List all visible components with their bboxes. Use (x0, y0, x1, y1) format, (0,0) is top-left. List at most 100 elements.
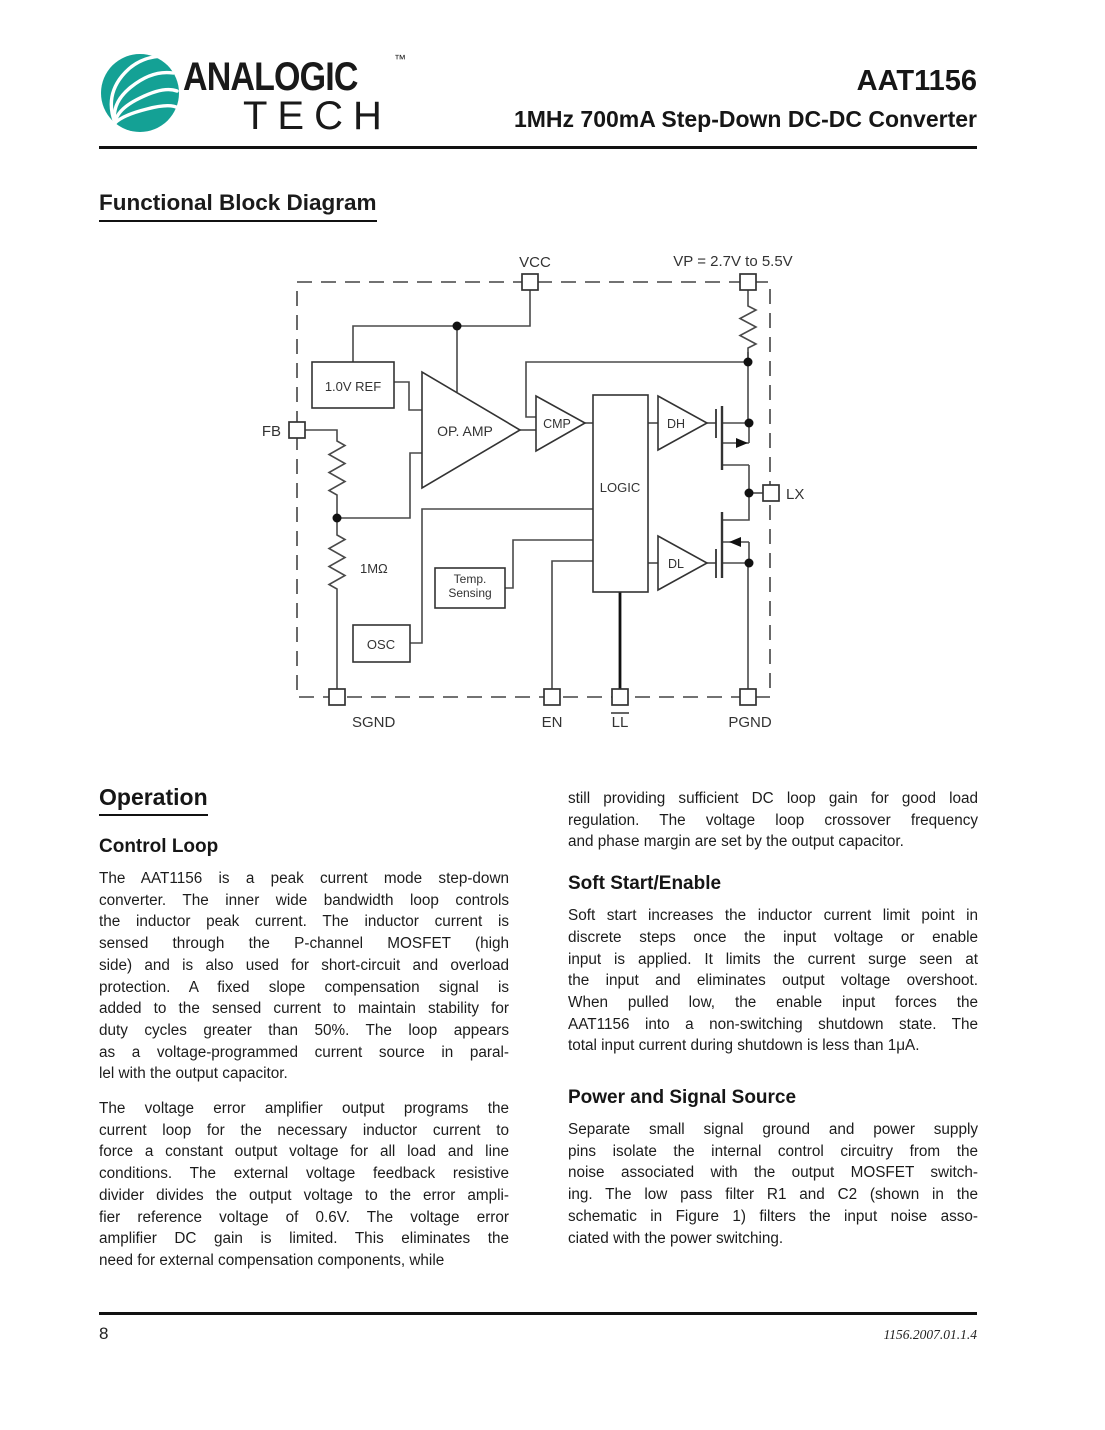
functional-block-diagram-heading: Functional Block Diagram (99, 190, 377, 222)
text-line: discrete steps once the input voltage or… (568, 928, 978, 946)
text-line: the inductor peak current. The inductor … (99, 913, 509, 931)
right-column: still providing sufficient DC loop gain … (568, 788, 978, 1262)
text-line: lel with the output capacitor. (99, 1065, 288, 1083)
left-column: Operation Control Loop The AAT1156 is a … (99, 784, 509, 1285)
text-line: conditions. The external voltage feedbac… (99, 1165, 509, 1183)
logic-label: LOGIC (600, 480, 640, 495)
text-line: fier reference voltage of 0.6V. The volt… (99, 1208, 509, 1226)
vp-label: VP = 2.7V to 5.5V (673, 253, 792, 270)
en-label: EN (542, 714, 563, 731)
power-signal-paragraph: Separate small signal ground and power s… (568, 1119, 978, 1249)
osc-label: OSC (367, 637, 395, 652)
nmos-body-arrow (729, 537, 741, 547)
brand-name: ANALOGIC (183, 55, 358, 99)
soft-start-paragraph: Soft start increases the inductor curren… (568, 905, 978, 1057)
text-line: amplifier DC gain is limited. This elimi… (99, 1230, 509, 1248)
part-number: AAT1156 (856, 65, 977, 97)
text-line: duty cycles greater than 50%. The loop a… (99, 1021, 509, 1039)
dh-label: DH (667, 417, 685, 431)
header-rule (99, 146, 977, 149)
control-loop-continuation-paragraph: still providing sufficient DC loop gain … (568, 788, 978, 853)
pin-sgnd (328, 688, 346, 706)
control-loop-paragraph-2: The voltage error amplifier output progr… (99, 1098, 509, 1272)
text-line: pins isolate the internal control circui… (568, 1142, 978, 1160)
document-subtitle: 1MHz 700mA Step-Down DC-DC Converter (513, 106, 977, 132)
temp-label-line1: Temp. (454, 572, 487, 586)
osc-block (352, 624, 411, 663)
pgnd-label: PGND (728, 714, 772, 731)
text-line: regulation. The voltage loop crossover f… (568, 811, 978, 829)
junction-dots (332, 321, 754, 568)
text-line: side) and is also used for short-circuit… (99, 956, 509, 974)
text-line: still providing sufficient DC loop gain … (568, 790, 978, 807)
temp-sensing-block (434, 567, 506, 609)
text-line: sensed through the P-channel MOSFET (hig… (99, 935, 509, 953)
text-line: need for external compensation component… (99, 1251, 445, 1269)
pmos-body-arrow (736, 438, 748, 448)
pin-fb (288, 421, 306, 439)
power-signal-heading: Power and Signal Source (568, 1087, 797, 1109)
resistor-sense (738, 290, 758, 362)
ref-block (311, 361, 395, 409)
pin-en (543, 688, 561, 706)
text-line: divider divides the output voltage to th… (99, 1186, 509, 1204)
lx-label: LX (786, 486, 804, 503)
text-line: schematic in Figure 1) filters the input… (568, 1207, 978, 1225)
feedback-resistor-label: 1MΩ (360, 561, 388, 576)
text-line: converter. The inner wide bandwidth loop… (99, 891, 509, 909)
dl-driver-block (657, 534, 709, 592)
resistor-1mohm (327, 530, 347, 600)
text-line: Separate small signal ground and power s… (568, 1121, 978, 1139)
text-line: current loop for the necessary inductor … (99, 1121, 509, 1139)
text-line: the input and eliminates output voltage … (568, 972, 978, 990)
text-line: noise associated with the output MOSFET … (568, 1164, 978, 1182)
wires (305, 290, 763, 689)
footer-rule (99, 1312, 977, 1315)
text-line: as a voltage-programmed current source i… (99, 1043, 509, 1061)
text-line: The AAT1156 is a peak current mode step-… (99, 870, 509, 887)
pin-vp (739, 273, 757, 291)
cmp-block (535, 394, 587, 453)
sgnd-label: SGND (352, 714, 396, 731)
company-logo-icon (101, 54, 180, 132)
trademark-symbol: ™ (394, 52, 406, 66)
text-line: force a constant output voltage for all … (99, 1143, 509, 1161)
text-line: protection. A fixed slope compensation s… (99, 978, 509, 996)
pin-pgnd (739, 688, 757, 706)
text-line: and phase margin are set by the output c… (568, 833, 904, 851)
pin-vcc (521, 273, 539, 291)
text-line: The voltage error amplifier output progr… (99, 1100, 509, 1118)
ref-label: 1.0V REF (325, 379, 381, 394)
text-line: added to the sensed current to maintain … (99, 1000, 509, 1018)
pin-lx (762, 484, 780, 502)
functional-block-diagram: VCC VP = 2.7V to 5.5V FB LX SGND EN LL P… (262, 253, 805, 731)
document-code: 1156.2007.01.1.4 (883, 1327, 978, 1342)
text-line: total input current during shutdown is l… (568, 1037, 920, 1055)
vcc-label: VCC (519, 254, 551, 271)
text-line: Soft start increases the inductor curren… (568, 907, 978, 925)
pin-ll (611, 688, 629, 706)
opamp-label: OP. AMP (437, 423, 493, 439)
page-number: 8 (99, 1324, 109, 1343)
mosfets (715, 406, 724, 578)
resistor-top (327, 436, 347, 505)
control-loop-heading: Control Loop (99, 836, 219, 857)
cmp-label: CMP (543, 417, 571, 431)
logo-leaf-lines (109, 54, 180, 125)
text-line: ing. The low pass filter R1 and C2 (show… (568, 1186, 978, 1204)
text-line: When pulled low, the enable input forces… (568, 993, 978, 1011)
fb-label: FB (262, 423, 281, 440)
brand-name-second-line: TECH (243, 94, 392, 138)
ll-label: LL (612, 714, 629, 731)
op-amp-block (421, 370, 522, 490)
text-line: AAT1156 into a non-switching shutdown st… (568, 1015, 978, 1033)
operation-heading: Operation (99, 784, 208, 816)
text-line: input is applied. It limits the current … (568, 950, 978, 968)
logic-block (592, 394, 649, 593)
control-loop-paragraph-1: The AAT1156 is a peak current mode step-… (99, 868, 509, 1085)
dl-label: DL (668, 557, 684, 571)
temp-label-line2: Sensing (448, 586, 491, 600)
text-line: ciated with the power switching. (568, 1229, 784, 1247)
soft-start-heading: Soft Start/Enable (568, 873, 722, 895)
